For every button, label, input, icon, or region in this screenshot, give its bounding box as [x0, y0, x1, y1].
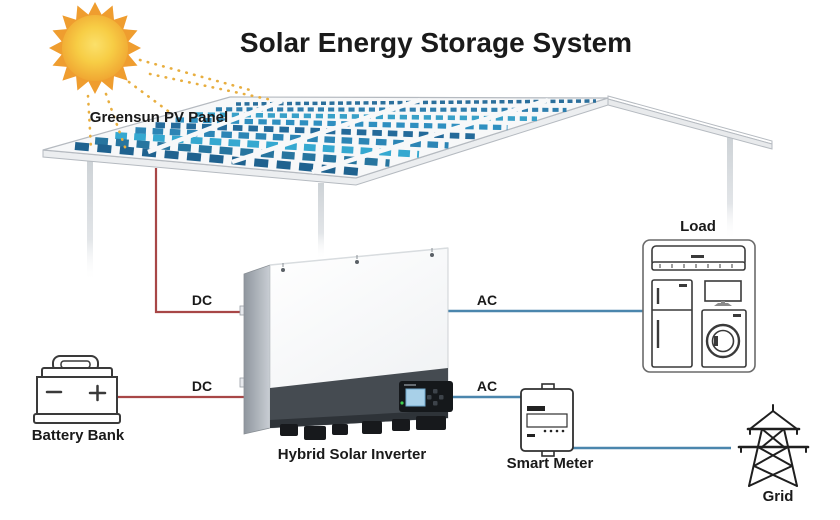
smart-meter-icon: [520, 383, 574, 457]
panel-seam: [311, 97, 549, 175]
panel-seam: [147, 98, 283, 155]
dc-wire-pv: [154, 168, 244, 314]
battery-terminals: [45, 384, 107, 402]
hybrid-inverter-icon: [239, 247, 453, 440]
load-label: Load: [680, 218, 716, 235]
canopy-right-roof-side: [607, 98, 773, 150]
air-conditioner-icon: [651, 245, 746, 271]
page-title: Solar Energy Storage System: [240, 27, 632, 58]
smart-meter-label: Smart Meter: [507, 455, 594, 472]
inverter-keypad: [427, 389, 444, 406]
battery-body: [36, 376, 118, 417]
ac-label-load: AC: [477, 292, 497, 308]
inverter-screws: [281, 248, 434, 272]
sun-icon: [49, 2, 141, 94]
inverter-lcd-screen: [405, 388, 426, 407]
battery-base: [33, 413, 121, 424]
pv-panel-array-icon: [74, 97, 597, 176]
sun-rays: [86, 58, 274, 152]
dc-label-battery: DC: [192, 378, 212, 394]
inverter-bottom-strip: [270, 410, 448, 428]
panel-seam: [231, 97, 421, 165]
battery-label: Battery Bank: [32, 427, 125, 444]
battery-icon: [33, 355, 121, 424]
ac-label-meter: AC: [477, 378, 497, 394]
pv-panel-label: Greensun PV Panel: [90, 109, 228, 126]
canopy-post-right: [727, 136, 733, 240]
inverter-display: [399, 381, 453, 412]
canopy-post-left: [87, 160, 93, 282]
load-box: [642, 239, 756, 373]
battery-handle-slot: [60, 360, 91, 369]
tv-icon: [704, 280, 742, 306]
inverter-power-led: [400, 401, 404, 405]
fridge-icon: [651, 279, 693, 368]
inverter-connectors: [280, 416, 446, 440]
smart-meter-lcd: [526, 413, 568, 428]
transmission-tower-icon: [737, 404, 810, 487]
dc-label-pv: DC: [192, 292, 212, 308]
smart-meter-buttons: [543, 429, 565, 433]
inverter-side-face: [243, 264, 271, 435]
grid-label: Grid: [763, 488, 794, 505]
inverter-label: Hybrid Solar Inverter: [278, 446, 427, 463]
washing-machine-icon: [701, 309, 747, 368]
sun-disc: [62, 15, 128, 81]
canopy-post-middle: [318, 183, 324, 260]
